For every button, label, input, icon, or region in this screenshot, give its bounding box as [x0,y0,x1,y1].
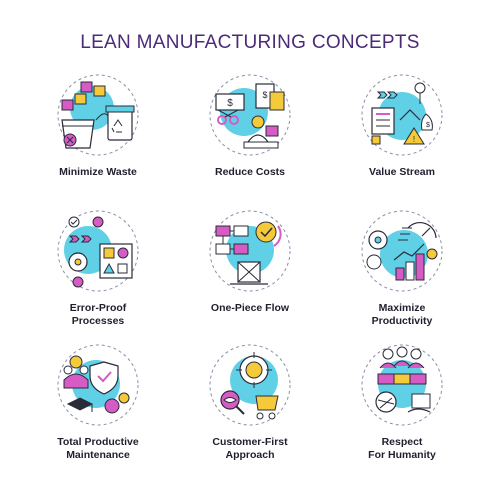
concept-label: Respect For Humanity [368,436,436,462]
maintenance-shield-gears-icon [57,344,139,426]
concept-customer-first-approach: Customer-First Approach [174,340,326,470]
error-proof-shapes-icon [57,210,139,292]
concept-total-productive-maintenance: Total Productive Maintenance [22,340,174,470]
concept-maximize-productivity: Maximize Productivity [326,206,478,340]
value-stream-flow-icon: ! $ [361,74,443,156]
concept-label: Value Stream [369,166,435,178]
concept-reduce-costs: $ $ Reduce Costs [174,70,326,206]
concept-error-proof-processes: Error-Proof Processes [22,206,174,340]
concept-grid: Minimize Waste $ $ Reduce Costs [22,70,478,470]
waste-boxes-recycle-icon [57,74,139,156]
page-title: LEAN MANUFACTURING CONCEPTS [80,32,420,53]
concept-label: Minimize Waste [59,166,137,178]
concept-label: Total Productive Maintenance [57,436,139,462]
concept-label: One-Piece Flow [210,302,290,314]
concept-respect-for-humanity: Respect For Humanity [326,340,478,470]
cost-cut-worker-icon: $ $ [209,74,291,156]
svg-text:$: $ [227,98,233,109]
customer-target-cart-icon [209,344,291,426]
concept-one-piece-flow: One-Piece Flow [174,206,326,340]
svg-text:!: ! [413,135,415,144]
concept-minimize-waste: Minimize Waste [22,70,174,206]
humanity-hands-puzzle-icon [361,344,443,426]
svg-text:$: $ [262,90,267,100]
one-piece-flow-icon [209,210,291,292]
concept-label: Error-Proof Processes [69,302,127,328]
svg-text:$: $ [426,122,430,129]
concept-label: Customer-First Approach [212,436,288,462]
productivity-growth-icon [361,210,443,292]
concept-label: Reduce Costs [214,166,286,178]
concept-label: Maximize Productivity [371,302,433,328]
concept-value-stream: ! $ Value Stream [326,70,478,206]
